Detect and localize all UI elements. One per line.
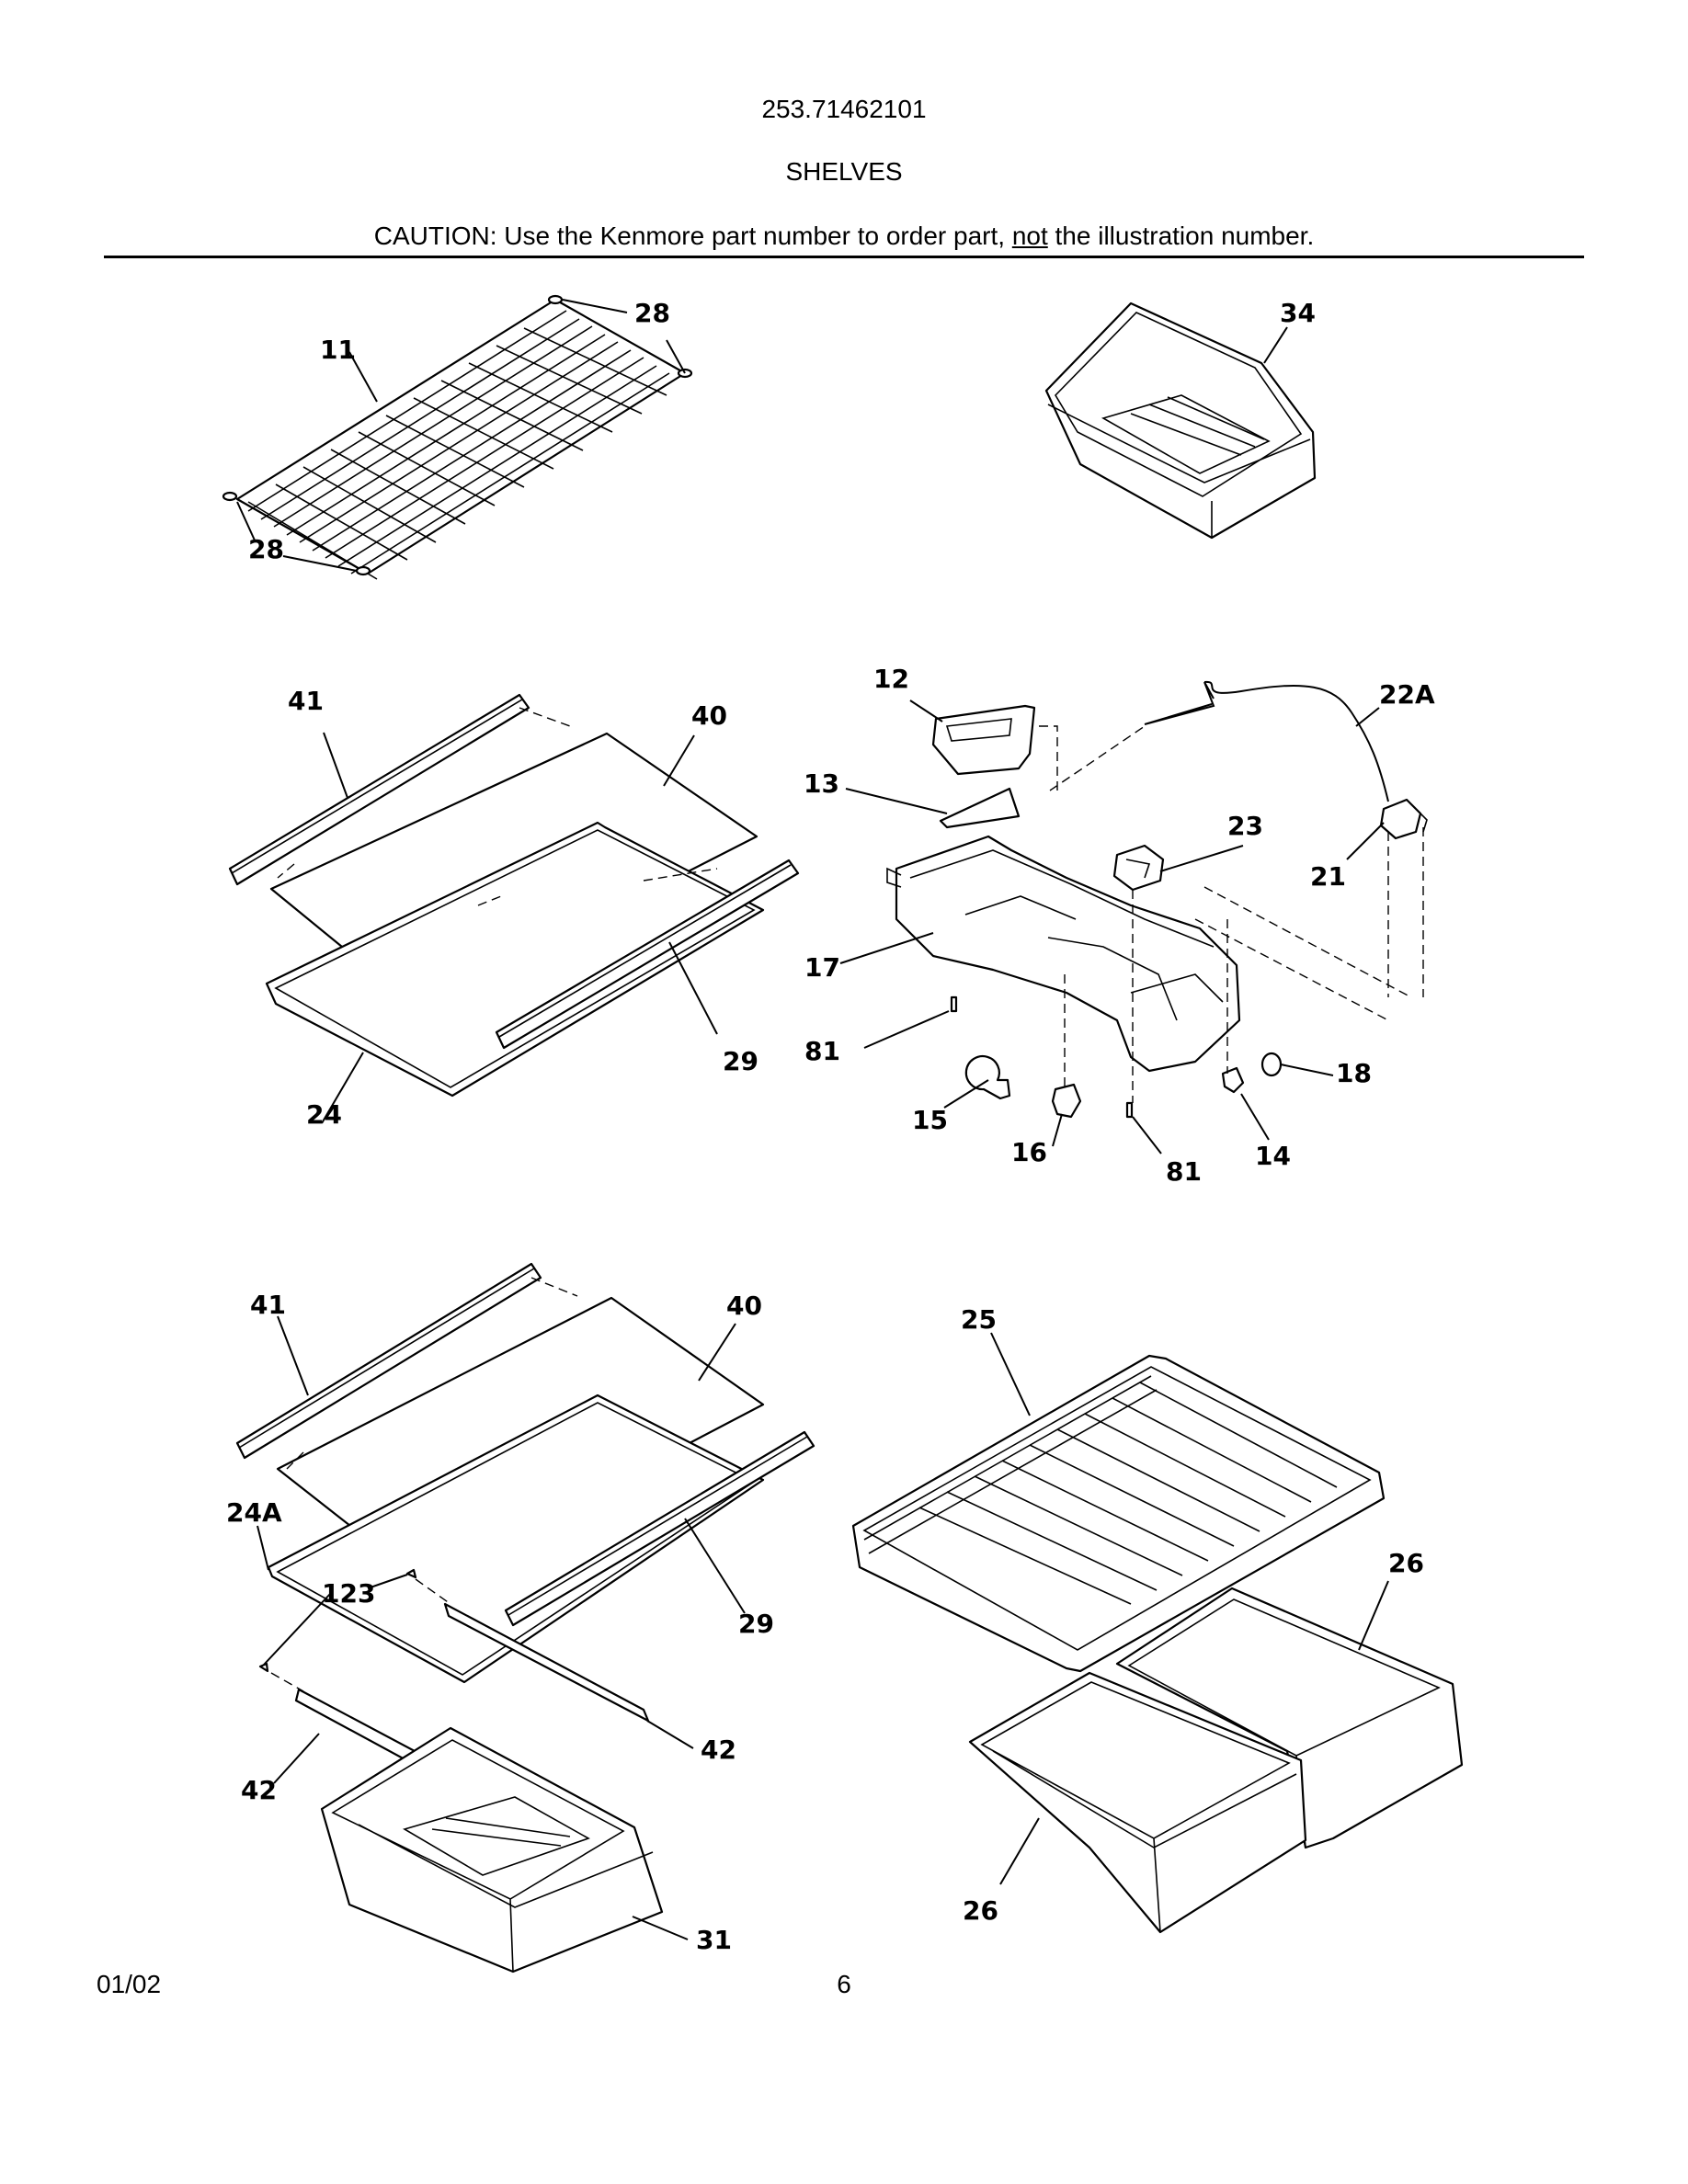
callout-11: 11 [320,335,356,365]
callout-14: 14 [1255,1141,1291,1171]
thermostat [1379,798,1422,840]
screw-left [950,995,958,1013]
light-housing [895,835,1241,1073]
model-number: 253.71462101 [761,95,927,123]
footer-date: 01/02 [97,1970,162,1998]
callout-21: 21 [1310,861,1346,892]
light-socket [1051,1083,1082,1119]
end-cap-top-left [222,491,238,502]
callout-40-a: 40 [691,700,727,731]
caution-note: CAUTION: Use the Kenmore part number to … [0,221,1688,252]
ice-bin [1044,301,1317,540]
callout-24: 24 [306,1099,342,1130]
callout-81-left: 81 [804,1036,840,1066]
light-bulb [964,1055,1011,1100]
callout-31: 31 [696,1925,732,1955]
callout-81-right: 81 [1166,1156,1202,1187]
callout-42-right: 42 [701,1735,736,1765]
callout-24a: 24A [226,1497,282,1528]
callout-26-right: 26 [1388,1548,1424,1578]
callout-13: 13 [804,768,839,799]
callout-15: 15 [912,1105,948,1135]
light-switch [1221,1066,1245,1094]
callout-12: 12 [873,664,909,694]
callout-34: 34 [1280,298,1316,328]
callout-18: 18 [1336,1058,1372,1088]
glass-shelf-assembly-2 [235,1262,815,1974]
capillary-tube [1203,680,1389,802]
screw-123 [405,1568,417,1579]
wire-shelf [222,294,693,580]
callout-40-b: 40 [726,1291,762,1321]
screw-right [1125,1101,1134,1119]
callout-22a: 22A [1379,679,1435,710]
callout-29-a: 29 [723,1046,758,1076]
callout-41-a: 41 [288,686,324,716]
light-shade-top [931,704,1036,776]
section-title: SHELVES [785,157,903,186]
callout-42-left: 42 [241,1775,277,1805]
callout-23: 23 [1227,811,1263,841]
caution-suffix: the illustration number. [1047,222,1315,250]
light-housing-assembly [886,680,1428,1119]
callout-28-top: 28 [634,298,670,328]
control-knob [1260,1052,1283,1077]
screw-123-b [258,1662,269,1673]
light-shade [939,787,1021,829]
vegetable-pan [320,1726,664,1974]
header-rule [104,256,1584,258]
crisper-assembly [851,1354,1464,1934]
end-cap-bottom-left [355,565,371,576]
callout-123: 123 [322,1578,375,1609]
callout-28-bottom: 28 [248,534,284,564]
footer-page-number: 6 [837,1970,851,1998]
glass-shelf-assembly-1 [228,693,800,1098]
callout-17: 17 [804,952,840,983]
crisper-pan-left [968,1671,1307,1934]
callout-29-b: 29 [738,1609,774,1639]
callout-41-b: 41 [250,1290,286,1320]
caution-prefix: CAUTION: Use the Kenmore part number to … [373,222,1012,250]
caution-emphasis: not [1011,222,1048,250]
callout-26-left: 26 [963,1895,998,1926]
callout-25: 25 [961,1304,997,1335]
end-cap-top-right [547,294,564,305]
callout-16: 16 [1011,1137,1047,1167]
defrost-control [1112,844,1165,892]
